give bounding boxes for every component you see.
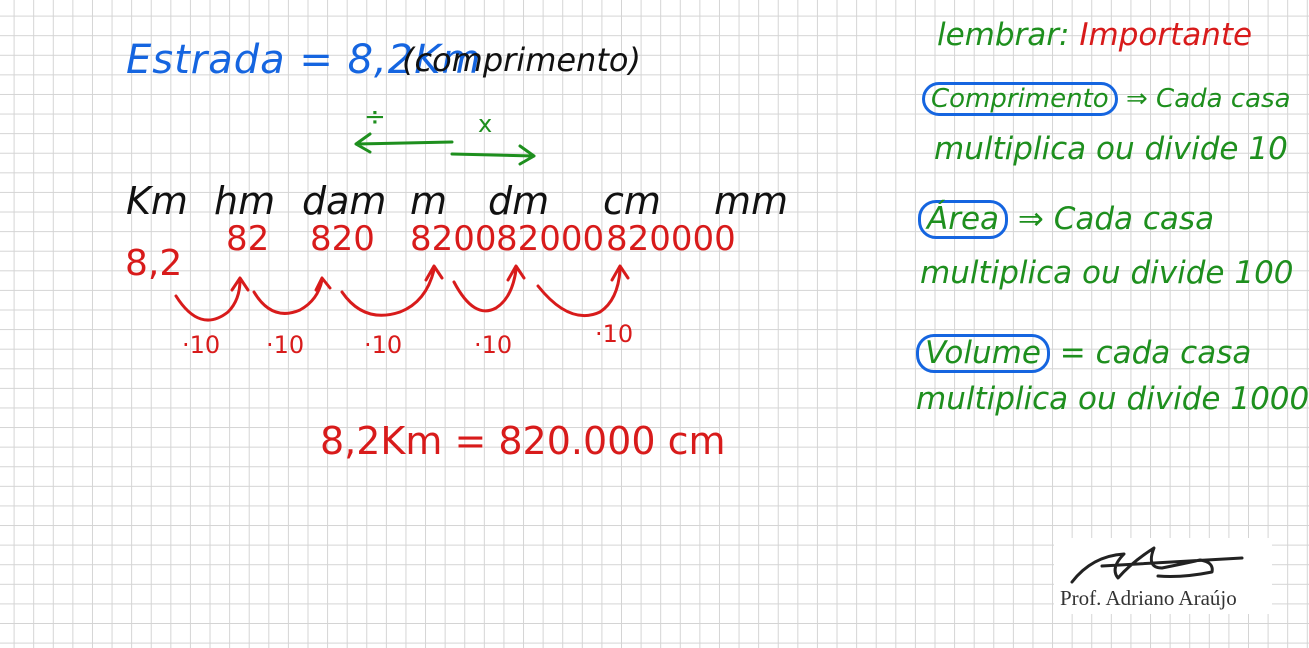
keyword-area: Área bbox=[918, 200, 1009, 239]
unit-dam: dam bbox=[302, 179, 387, 223]
reminder-heading-lead: lembrar: bbox=[937, 17, 1070, 53]
keyword-comprimento: Comprimento bbox=[922, 82, 1118, 116]
multiplier-label: ·10 bbox=[595, 320, 634, 348]
reminder-volume: Volume = cada casa bbox=[916, 334, 1251, 373]
reminder-volume-rule: = cada casa bbox=[1059, 335, 1252, 371]
reminder-volume-detail: multiplica ou divide 1000 bbox=[916, 381, 1309, 417]
reminder-area-detail: multiplica ou divide 100 bbox=[920, 255, 1294, 291]
unit-dm: dm bbox=[488, 179, 550, 223]
signature-name: Prof. Adriano Araújo bbox=[1060, 586, 1237, 610]
hop-arrow bbox=[252, 276, 332, 315]
signature-mark bbox=[1070, 546, 1244, 584]
problem-title: Estrada = 8,2Km bbox=[126, 37, 482, 83]
hop-arrow bbox=[452, 264, 526, 313]
reminder-heading: lembrar: Importante bbox=[937, 20, 1252, 51]
value-m: 8200 bbox=[410, 219, 497, 259]
divide-symbol: ÷ bbox=[364, 102, 386, 132]
value-dam: 820 bbox=[310, 219, 375, 259]
unit-km: Km bbox=[126, 179, 188, 223]
reminder-area-rule: ⇒ Cada casa bbox=[1017, 201, 1215, 237]
hop-arrow bbox=[340, 264, 444, 317]
multiplier-label: ·10 bbox=[182, 331, 221, 359]
unit-cm: cm bbox=[603, 179, 661, 223]
multiply-symbol: x bbox=[478, 110, 493, 138]
conversion-result: 8,2Km = 820.000 cm bbox=[320, 419, 726, 463]
value-km: 8,2 bbox=[125, 243, 183, 284]
reminder-area: Área ⇒ Cada casa bbox=[918, 200, 1214, 239]
reminder-heading-key: Importante bbox=[1079, 17, 1253, 53]
keyword-volume: Volume bbox=[916, 334, 1050, 373]
reminder-length-detail: multiplica ou divide 10 bbox=[934, 131, 1288, 167]
value-dm: 82000 bbox=[496, 219, 605, 259]
multiplier-label: ·10 bbox=[474, 331, 513, 359]
unit-hm: hm bbox=[214, 179, 276, 223]
unit-m: m bbox=[410, 179, 448, 223]
multiply-direction-arrow bbox=[450, 144, 536, 166]
multiplier-label: ·10 bbox=[364, 331, 403, 359]
value-cm: 820000 bbox=[606, 219, 736, 259]
hop-arrow bbox=[174, 276, 250, 322]
signature-block: Prof. Adriano Araújo bbox=[1054, 538, 1272, 614]
reminder-length: Comprimento ⇒ Cada casa bbox=[922, 82, 1291, 116]
divide-direction-arrow bbox=[354, 132, 454, 154]
multiplier-label: ·10 bbox=[266, 331, 305, 359]
unit-mm: mm bbox=[714, 179, 789, 223]
problem-title-note: (comprimento) bbox=[402, 41, 641, 79]
value-hm: 82 bbox=[226, 219, 270, 259]
reminder-length-rule: ⇒ Cada casa bbox=[1125, 84, 1291, 114]
hop-arrow bbox=[536, 264, 630, 318]
